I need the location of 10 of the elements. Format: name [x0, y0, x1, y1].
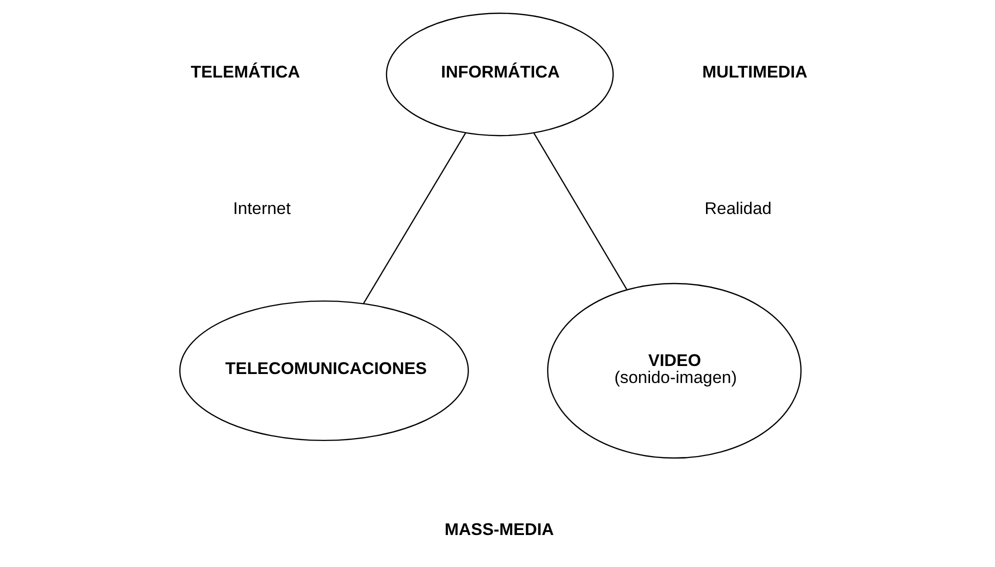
- connector: [362, 132, 466, 304]
- connector: [532, 132, 627, 290]
- node-ellipse: VIDEO (sonido-imagen): [546, 282, 802, 459]
- label: Internet: [232, 199, 290, 218]
- node-ellipse: INFORMÁTICA: [385, 12, 614, 136]
- label: Realidad: [704, 199, 772, 218]
- node-ellipse: TELECOMUNICACIONES: [178, 300, 468, 442]
- label: MASS-MEDIA: [444, 520, 554, 540]
- label: MULTIMEDIA: [702, 62, 807, 82]
- label: TELEMÁTICA: [190, 62, 300, 82]
